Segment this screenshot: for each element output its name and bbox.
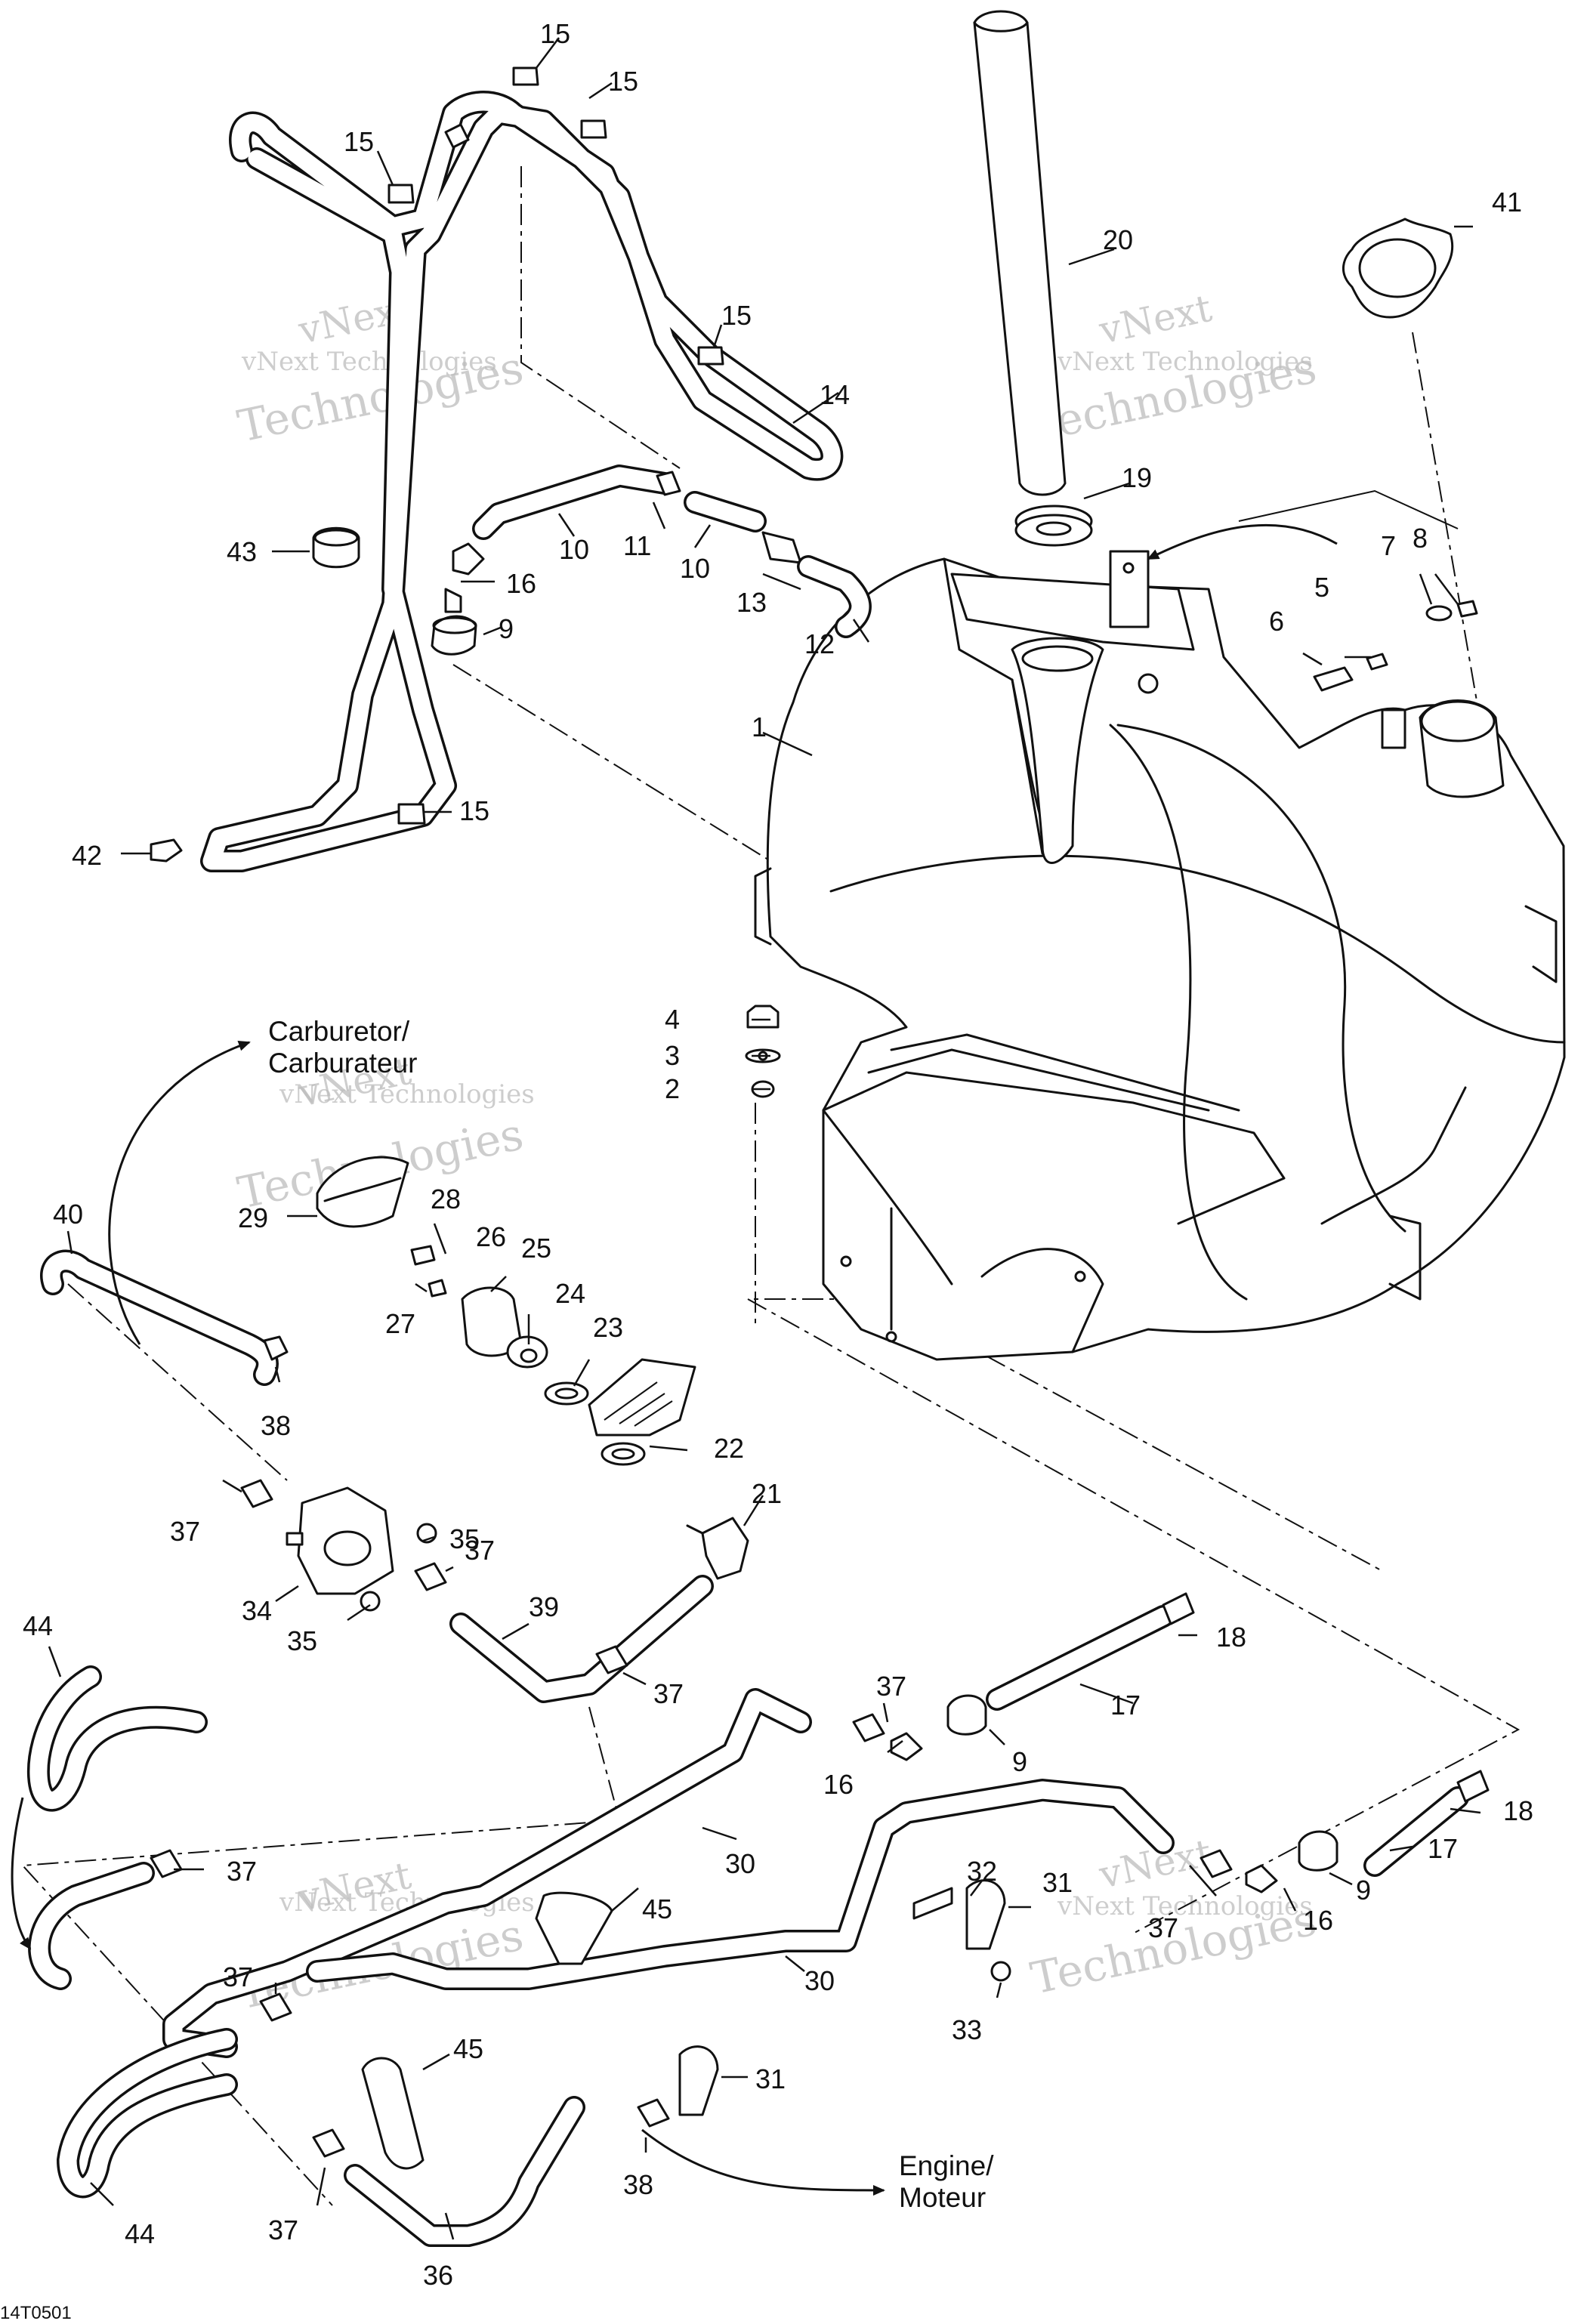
callout-38: 38 bbox=[623, 2169, 653, 2200]
callout-18: 18 bbox=[1503, 1795, 1533, 1826]
callout-16: 16 bbox=[823, 1769, 854, 1800]
callout-18: 18 bbox=[1216, 1622, 1246, 1653]
callout-28: 28 bbox=[431, 1184, 461, 1214]
callout-22: 22 bbox=[714, 1433, 744, 1464]
callout-numbers: 1 2 3 4 5 6 7 8 9 9 9 10 10 11 12 13 14 … bbox=[23, 18, 1533, 2291]
callout-14: 14 bbox=[820, 379, 850, 410]
callout-36: 36 bbox=[423, 2260, 453, 2291]
carburetor-label: Carburetor/ bbox=[268, 1016, 410, 1047]
callout-9: 9 bbox=[1012, 1746, 1027, 1777]
callout-37: 37 bbox=[268, 2214, 298, 2245]
callout-26: 26 bbox=[476, 1221, 506, 1252]
reference-code: 14T0501 bbox=[0, 2303, 72, 2323]
callout-34: 34 bbox=[242, 1595, 272, 1626]
callout-33: 33 bbox=[952, 2014, 982, 2045]
filler-gasket bbox=[1014, 505, 1093, 547]
watermark-text: vNext Technologies bbox=[241, 347, 497, 377]
destination-arrows bbox=[11, 1041, 885, 2196]
watermark-text: vNext bbox=[1095, 286, 1215, 353]
engine-label: Engine/ bbox=[899, 2150, 994, 2181]
callout-5: 5 bbox=[1314, 572, 1329, 603]
callout-38: 38 bbox=[261, 1410, 291, 1441]
callout-37: 37 bbox=[227, 1856, 257, 1887]
callout-45: 45 bbox=[453, 2033, 483, 2064]
callout-1: 1 bbox=[752, 711, 767, 742]
callout-2: 2 bbox=[665, 1073, 680, 1104]
filler-tube bbox=[973, 10, 1067, 496]
callout-40: 40 bbox=[53, 1199, 83, 1230]
callout-30: 30 bbox=[725, 1848, 755, 1879]
watermark-text: vNext Technologies bbox=[1057, 347, 1313, 377]
callout-19: 19 bbox=[1122, 462, 1152, 493]
callout-7: 7 bbox=[1381, 530, 1396, 561]
callout-39: 39 bbox=[529, 1591, 559, 1622]
callout-37: 37 bbox=[876, 1671, 906, 1702]
callout-37: 37 bbox=[223, 1961, 253, 1992]
callout-15: 15 bbox=[459, 795, 489, 826]
callout-35: 35 bbox=[287, 1625, 317, 1656]
fuel-pump-parts bbox=[316, 1156, 749, 1580]
callout-23: 23 bbox=[593, 1312, 623, 1343]
callout-15: 15 bbox=[344, 126, 374, 157]
callout-4: 4 bbox=[665, 1004, 680, 1035]
callout-31: 31 bbox=[1042, 1867, 1073, 1898]
callout-13: 13 bbox=[736, 587, 767, 618]
pulse-pump bbox=[286, 1486, 437, 1612]
callout-27: 27 bbox=[385, 1308, 415, 1339]
vent-line-parts bbox=[431, 464, 872, 656]
callout-45: 45 bbox=[642, 1893, 672, 1924]
carburetor-label: Carburateur bbox=[268, 1048, 417, 1079]
fuel-hoses bbox=[26, 1249, 1490, 2247]
callout-37: 37 bbox=[1148, 1912, 1178, 1943]
destination-labels: Carburetor/ Carburateur Engine/ Moteur bbox=[268, 1016, 994, 2213]
callout-32: 32 bbox=[967, 1856, 997, 1887]
callout-15: 15 bbox=[540, 18, 570, 49]
callout-41: 41 bbox=[1492, 187, 1522, 218]
callout-10: 10 bbox=[680, 553, 710, 584]
callout-8: 8 bbox=[1413, 523, 1428, 554]
callout-37: 37 bbox=[653, 1678, 684, 1709]
callout-44: 44 bbox=[23, 1610, 53, 1641]
callout-37: 37 bbox=[170, 1516, 200, 1547]
callout-16: 16 bbox=[1303, 1905, 1333, 1936]
engine-label: Moteur bbox=[899, 2182, 986, 2213]
callout-16: 16 bbox=[506, 568, 536, 599]
fuel-tank bbox=[754, 523, 1566, 1361]
callout-25: 25 bbox=[521, 1233, 551, 1264]
callout-11: 11 bbox=[623, 530, 651, 561]
callout-37: 37 bbox=[465, 1535, 495, 1566]
callout-15: 15 bbox=[608, 66, 638, 97]
callout-24: 24 bbox=[555, 1278, 585, 1309]
fuel-cap bbox=[1342, 218, 1454, 319]
callout-10: 10 bbox=[559, 534, 589, 565]
watermark-text: vNext Technologies bbox=[279, 1079, 535, 1110]
callout-15: 15 bbox=[721, 300, 752, 331]
callout-17: 17 bbox=[1428, 1833, 1458, 1864]
callout-44: 44 bbox=[125, 2218, 155, 2249]
callout-3: 3 bbox=[665, 1040, 680, 1071]
callout-30: 30 bbox=[804, 1965, 835, 1996]
callout-9: 9 bbox=[1356, 1875, 1371, 1906]
callout-17: 17 bbox=[1110, 1690, 1141, 1721]
callout-21: 21 bbox=[752, 1478, 782, 1509]
callout-29: 29 bbox=[238, 1202, 268, 1233]
callout-6: 6 bbox=[1269, 606, 1284, 637]
callout-31: 31 bbox=[755, 2063, 786, 2094]
callout-42: 42 bbox=[72, 840, 102, 871]
callout-35: 35 bbox=[449, 1523, 480, 1554]
leader-lines bbox=[48, 37, 1481, 2240]
vent-hose-harness bbox=[150, 66, 844, 872]
callout-9: 9 bbox=[499, 613, 514, 644]
callout-20: 20 bbox=[1103, 224, 1133, 255]
callout-43: 43 bbox=[227, 536, 257, 567]
callout-12: 12 bbox=[804, 628, 835, 659]
